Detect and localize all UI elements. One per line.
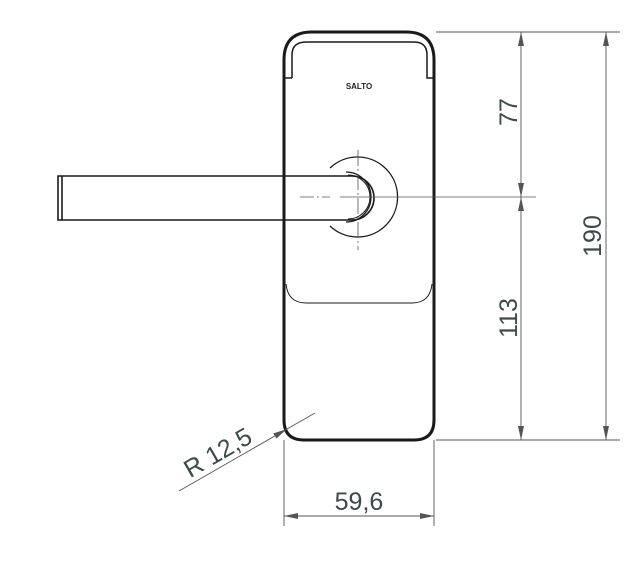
dimension-lower-height: 113 xyxy=(495,298,523,338)
center-lines xyxy=(300,150,536,250)
lever-handle xyxy=(57,175,375,221)
lock-plate xyxy=(282,30,436,442)
dimension-width: 59,6 xyxy=(335,488,384,516)
dimension-lines xyxy=(178,31,620,526)
brand-logo: SALTO xyxy=(346,82,372,91)
dimension-corner-radius: R 12,5 xyxy=(179,423,257,484)
dimension-upper-height: 77 xyxy=(495,98,523,126)
dimension-total-height: 190 xyxy=(579,215,607,257)
